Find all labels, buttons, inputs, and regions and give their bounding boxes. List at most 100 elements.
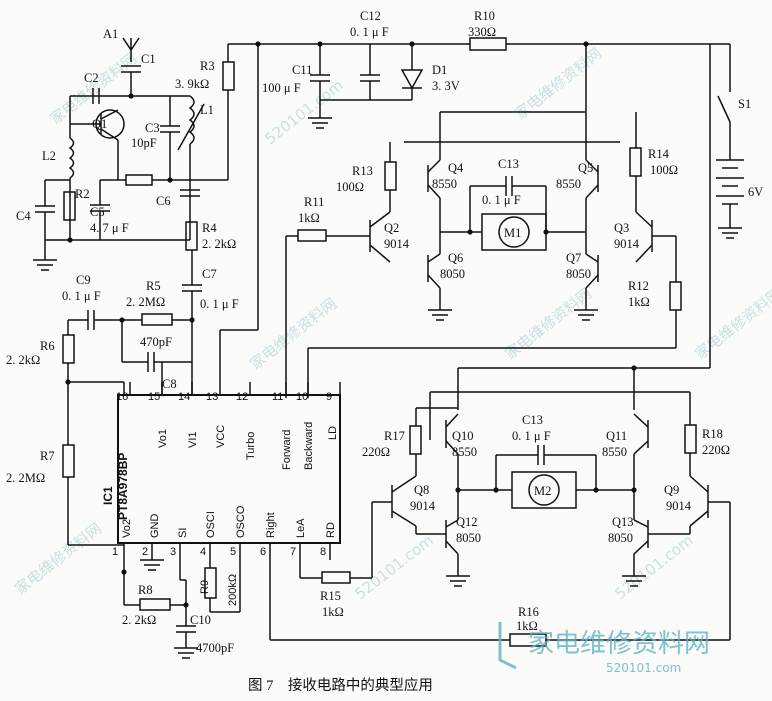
value-R15: 1kΩ (322, 605, 344, 619)
label-R9: R9 (199, 580, 211, 594)
power-rail: C12 0. 1 μ F R10 330Ω C11 100 μ F D1 3. … (228, 9, 763, 239)
label-R6: R6 (40, 339, 55, 353)
watermark-text: 家电维修资料网 (11, 519, 105, 598)
label-C13: C13 (498, 157, 519, 171)
watermark-text: 家电维修资料网 (501, 284, 595, 363)
pin-name-LeA: LeA (295, 518, 307, 538)
label-C3: C3 (145, 121, 160, 135)
value-C3: 10pF (131, 136, 157, 150)
ground-icon (446, 575, 470, 587)
label-C10: C10 (190, 613, 211, 627)
ground-icon (33, 259, 57, 271)
label-R3: R3 (200, 59, 215, 73)
ground-icon (308, 117, 332, 129)
watermark-brand-big: 家电维修资料网 (528, 629, 710, 659)
value-R10: 330Ω (468, 25, 496, 39)
value-C13b: 0. 1 μ F (512, 429, 551, 443)
value-Q13: 8050 (608, 531, 633, 545)
label-Q2: Q2 (384, 221, 399, 235)
motor1-bridge: R13 100Ω R14 100Ω Q4 8550 Q5 8550 C13 0.… (285, 44, 682, 398)
figure-caption: 图 7 接收电路中的典型应用 (248, 676, 433, 694)
label-S1: S1 (738, 97, 751, 111)
pin-2: 2 (142, 546, 148, 558)
value-Q4: 8550 (432, 177, 457, 191)
value-C13: 0. 1 μ F (482, 193, 521, 207)
value-R12: 1kΩ (628, 295, 650, 309)
label-R17: R17 (384, 429, 405, 443)
rf-stage: A1 C1 C2 Q1 L2 R2 C4 (16, 27, 239, 395)
pin-name-GND: GND (149, 514, 161, 539)
label-Q6: Q6 (448, 251, 463, 265)
value-R16: 1kΩ (516, 619, 538, 633)
watermark-text: 家电维修资料网 (691, 284, 772, 363)
pin-name-Backward: Backward (303, 422, 315, 470)
value-R4: 2. 2kΩ (202, 237, 236, 251)
pin-name-Vo1: Vo1 (157, 429, 169, 448)
value-Q5: 8550 (556, 177, 581, 191)
label-C12: C12 (360, 9, 381, 23)
zener-diode-icon (400, 69, 424, 90)
inductor-L1 (188, 95, 195, 145)
pin-name-Right: Right (265, 512, 277, 538)
ground-icon (718, 227, 742, 239)
pin-6: 6 (260, 546, 266, 558)
value-C5: 4. 7 μ F (90, 221, 129, 235)
label-R8: R8 (138, 583, 153, 597)
pin-12: 12 (236, 391, 248, 403)
value-C9: 0. 1 μ F (62, 289, 101, 303)
pin-15: 15 (148, 391, 160, 403)
label-D1: D1 (432, 63, 447, 77)
label-C1: C1 (141, 52, 156, 66)
motor2-bridge: R17 220Ω R18 220Ω Q10 8550 Q11 8550 C13 … (269, 44, 731, 647)
label-Q8: Q8 (414, 483, 429, 497)
pin-16: 16 (116, 391, 128, 403)
pin-name-Forward: Forward (281, 430, 293, 470)
pin-8: 8 (320, 546, 326, 558)
value-R8: 2. 2kΩ (122, 613, 156, 627)
label-R11: R11 (304, 195, 324, 209)
ic1-chip: IC1 PT8A978BP 16 15 14 13 12 11 10 9 Vo1… (101, 44, 341, 572)
label-Q11: Q11 (606, 429, 627, 443)
watermark-text: 家电维修资料网 (246, 294, 340, 373)
pin-name-LD: LD (327, 426, 339, 440)
label-Q5: Q5 (578, 161, 593, 175)
pin-name-RD: RD (325, 522, 337, 538)
pin-name-SI: SI (177, 528, 189, 538)
label-L2: L2 (42, 149, 56, 163)
ground-icon (174, 647, 198, 659)
label-R18: R18 (702, 427, 723, 441)
label-C8: C8 (162, 377, 177, 391)
label-R5: R5 (146, 279, 161, 293)
pin-name-Turbo: Turbo (245, 432, 257, 460)
value-R14: 100Ω (650, 163, 678, 177)
pin-13: 13 (206, 391, 218, 403)
label-Q12: Q12 (456, 515, 478, 529)
label-Q7: Q7 (566, 251, 581, 265)
label-Q9: Q9 (664, 483, 679, 497)
label-R12: R12 (628, 279, 649, 293)
inductor-L2 (68, 137, 75, 179)
pin-3: 3 (170, 546, 176, 558)
battery-icon (716, 159, 744, 205)
watermark-url-small: 520101.com (606, 661, 681, 675)
label-C6: C6 (156, 194, 171, 208)
value-Q11: 8550 (602, 445, 627, 459)
label-R16: R16 (518, 605, 539, 619)
label-Q4: Q4 (448, 161, 464, 175)
label-C9: C9 (76, 273, 91, 287)
label-A1: A1 (103, 27, 118, 41)
pin-10: 10 (296, 391, 308, 403)
pin-name-Vo2: Vo2 (121, 519, 133, 538)
value-C10: 4700pF (196, 641, 234, 655)
motor-icon (528, 474, 560, 506)
value-Q9: 9014 (666, 499, 692, 513)
osc-network: R8 2. 2kΩ C10 4700pF R9 200kΩ (121, 560, 241, 659)
ic-part: PT8A978BP (116, 453, 130, 520)
value-D1: 3. 3V (432, 79, 460, 93)
label-R10: R10 (474, 9, 495, 23)
label-M1: M1 (504, 226, 521, 240)
value-R11: 1kΩ (298, 211, 320, 225)
label-battery: 6V (748, 185, 763, 199)
